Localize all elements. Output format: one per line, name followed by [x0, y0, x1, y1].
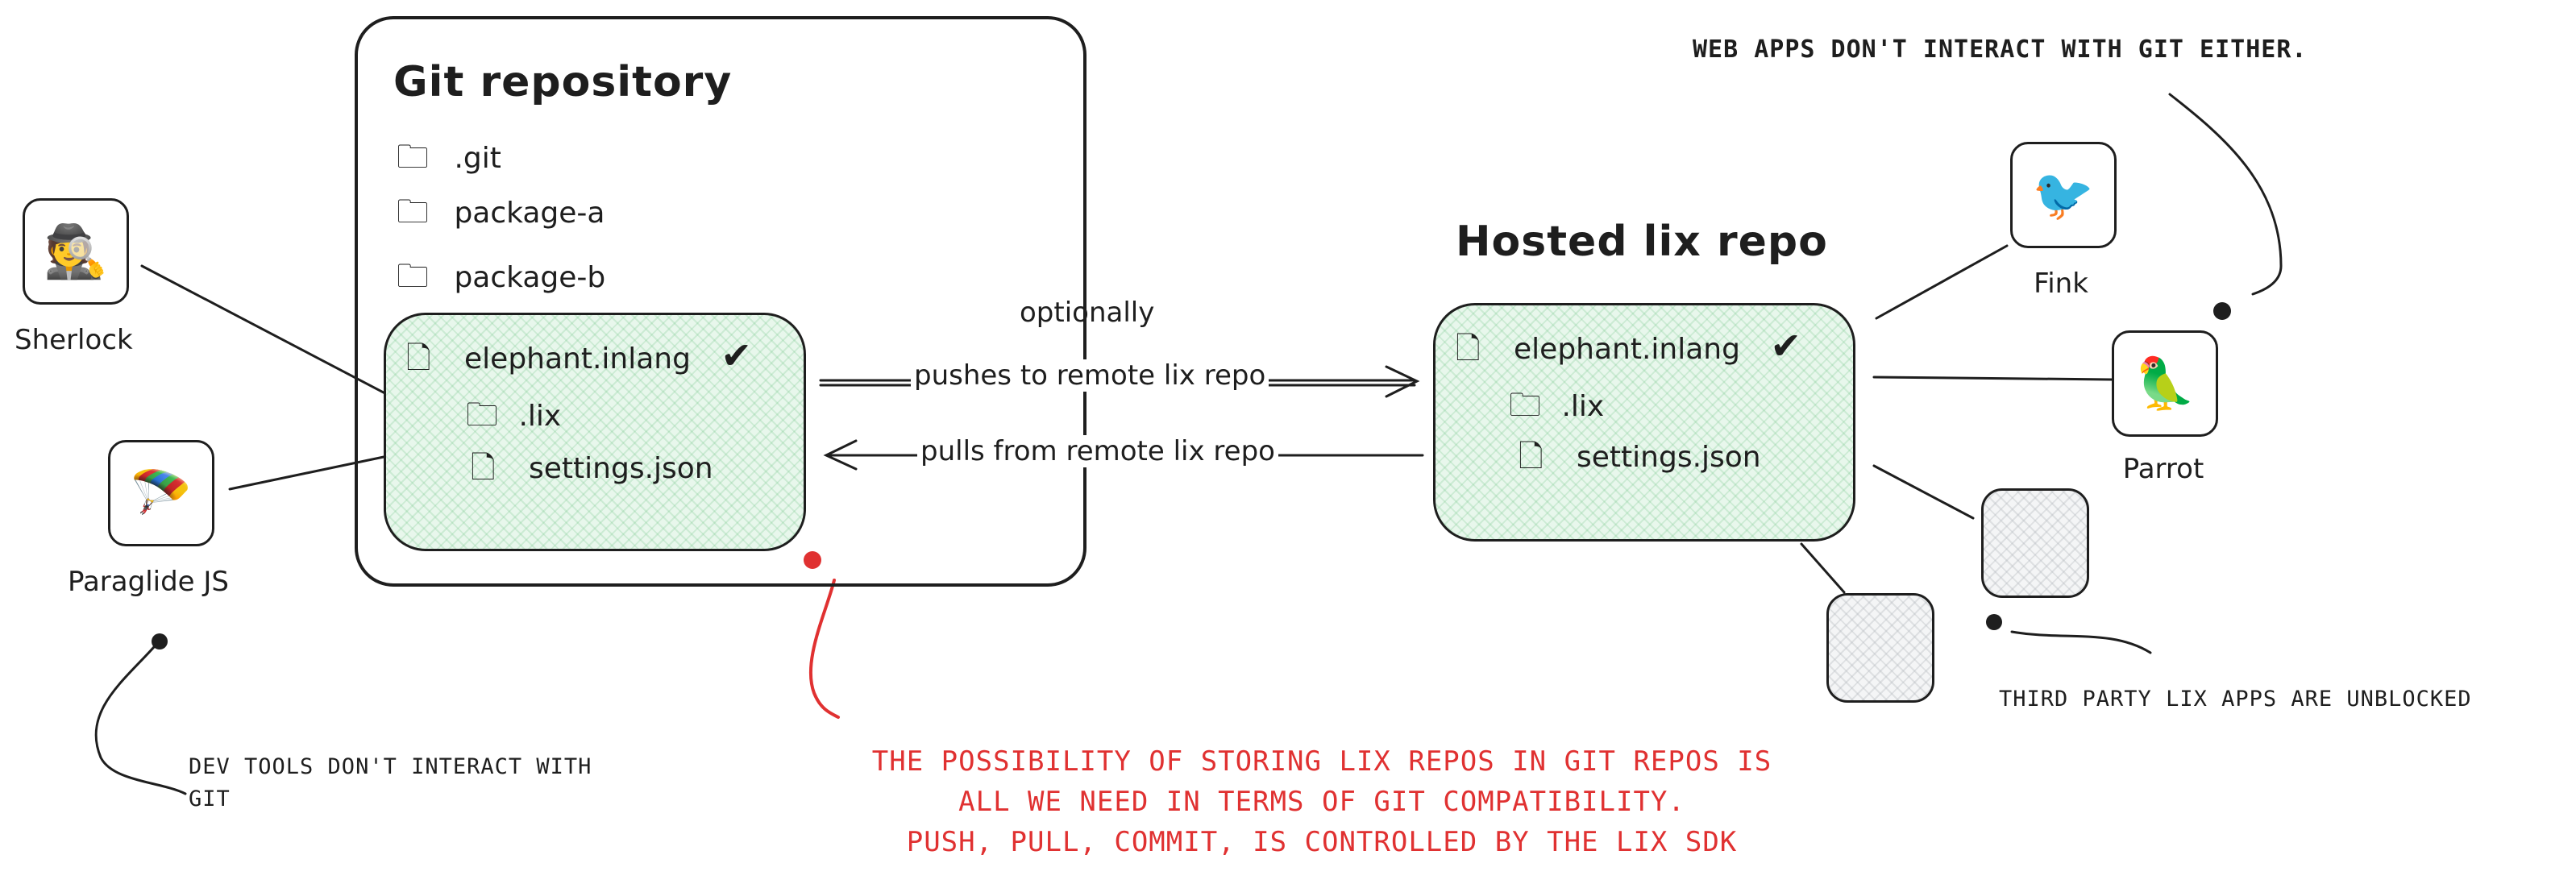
- fink-label: Fink: [2034, 268, 2088, 300]
- file-label: settings.json: [529, 452, 713, 485]
- hosted-file-settings: 🗋 settings.json: [1519, 434, 1761, 486]
- sherlock-app[interactable]: 🕵: [23, 198, 129, 305]
- git-compat-note: THE POSSIBILITY OF STORING LIX REPOS IN …: [709, 741, 1934, 862]
- git-compat-line-1: THE POSSIBILITY OF STORING LIX REPOS IN …: [871, 745, 1772, 778]
- folder-label: .lix: [518, 400, 562, 433]
- parrot-emoji-icon: 🦜: [2134, 354, 2196, 413]
- pull-label: pulls from remote lix repo: [917, 435, 1278, 467]
- folder-icon: 🗀: [397, 139, 429, 176]
- push-arrowhead: [1385, 365, 1420, 398]
- parrot-app[interactable]: 🦜: [2112, 330, 2218, 437]
- file-label: settings.json: [1577, 441, 1761, 474]
- third-party-pointer: [2010, 630, 2152, 654]
- folder-icon: 🗀: [466, 396, 498, 434]
- local-file-elephant: 🗋 elephant.inlang ✔: [406, 334, 752, 388]
- folder-package-a: 🗀 package-a: [397, 189, 605, 243]
- file-icon: 🗋: [406, 340, 431, 376]
- lix-box-hosted: [1433, 303, 1855, 542]
- third-party-app-2[interactable]: [1826, 593, 1934, 703]
- lix-box-local: [384, 313, 806, 551]
- sherlock-label: Sherlock: [15, 324, 133, 356]
- fink-connector: [1875, 244, 2009, 320]
- local-folder-lix: 🗀 .lix: [466, 392, 561, 446]
- git-repository-title: Git repository: [393, 58, 733, 106]
- git-compat-line-2: ALL WE NEED IN TERMS OF GIT COMPATIBILIT…: [958, 786, 1685, 818]
- bird-emoji-icon: 🐦: [2032, 165, 2095, 224]
- local-file-settings: 🗋 settings.json: [471, 445, 713, 497]
- folder-package-b: 🗀 package-b: [397, 253, 605, 308]
- detective-emoji-icon: 🕵: [44, 222, 108, 282]
- third-party-connector-1: [1872, 464, 1975, 520]
- folder-git: 🗀 .git: [397, 134, 501, 189]
- pull-arrowhead: [823, 439, 858, 471]
- sherlock-connector: [140, 264, 413, 409]
- optionally-label: optionally: [1020, 297, 1155, 329]
- folder-label: .git: [454, 142, 501, 175]
- file-icon: 🗋: [1519, 438, 1544, 474]
- fink-app[interactable]: 🐦: [2010, 142, 2117, 248]
- file-icon: 🗋: [471, 450, 496, 485]
- dev-tools-pointer: [94, 639, 187, 795]
- hosted-repo-title: Hosted lix repo: [1456, 218, 1828, 266]
- file-icon: 🗋: [1456, 330, 1481, 366]
- folder-icon: 🗀: [397, 258, 429, 295]
- parachute-emoji-icon: 🪂: [130, 463, 193, 522]
- parrot-label: Parrot: [2122, 453, 2204, 485]
- hosted-folder-lix: 🗀 .lix: [1509, 382, 1604, 437]
- file-label: elephant.inlang: [464, 342, 691, 376]
- check-icon: ✔: [1770, 324, 1801, 367]
- dev-tools-text: DEV TOOLS DON'T INTERACT WITH GIT: [189, 754, 592, 811]
- folder-icon: 🗀: [1509, 387, 1541, 424]
- third-party-app-1[interactable]: [1981, 488, 2089, 598]
- third-party-connector-2: [1800, 542, 1846, 594]
- web-apps-note: WEB APPS DON'T INTERACT WITH GIT EITHER.: [1693, 35, 2308, 64]
- hosted-file-elephant: 🗋 elephant.inlang ✔: [1456, 324, 1801, 378]
- parrot-connector: [1872, 376, 2113, 381]
- red-pointer: [809, 579, 840, 719]
- paraglide-label: Paraglide JS: [68, 566, 230, 598]
- folder-label: .lix: [1561, 390, 1605, 423]
- git-compat-line-3: PUSH, PULL, COMMIT, IS CONTROLLED BY THE…: [906, 826, 1738, 858]
- folder-label: package-b: [454, 261, 606, 294]
- folder-label: package-a: [454, 197, 605, 230]
- third-party-note: THIRD PARTY LIX APPS ARE UNBLOCKED: [1999, 687, 2472, 712]
- git-repository-box: [355, 16, 1086, 587]
- dev-tools-note: DEV TOOLS DON'T INTERACT WITH GIT: [189, 751, 608, 816]
- web-apps-pointer: [2168, 93, 2283, 296]
- paraglide-app[interactable]: 🪂: [108, 440, 214, 546]
- push-label: pushes to remote lix repo: [911, 359, 1269, 392]
- check-icon: ✔: [721, 334, 752, 377]
- paraglide-connector: [228, 451, 405, 491]
- file-label: elephant.inlang: [1514, 333, 1740, 366]
- folder-icon: 🗀: [397, 193, 429, 230]
